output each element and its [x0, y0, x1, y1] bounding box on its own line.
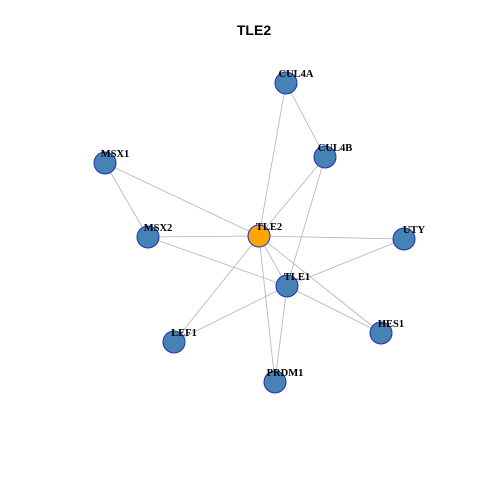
edge-tle2-lef1 [173, 235, 260, 343]
node-prdm1: PRDM1 [263, 368, 304, 394]
edge-tle2-prdm1 [258, 235, 276, 383]
node-hes1: HES1 [369, 319, 404, 345]
edge-msx2-tle1 [147, 236, 288, 287]
node-label-cul4a: CUL4A [278, 69, 313, 80]
node-circle-tle1 [275, 274, 299, 298]
node-tle1: TLE1 [275, 272, 310, 298]
edge-msx1-msx2 [104, 162, 149, 238]
edge-tle2-cul4b [258, 156, 326, 237]
edge-tle1-hes1 [286, 285, 382, 334]
node-circle-uty [392, 227, 416, 251]
node-label-cul4b: CUL4B [318, 143, 352, 154]
node-circle-cul4b [313, 145, 337, 169]
node-uty: UTY [392, 225, 426, 251]
node-cul4b: CUL4B [313, 143, 352, 169]
node-label-tle2: TLE2 [256, 222, 282, 233]
edge-tle2-hes1 [258, 235, 382, 334]
edge-msx1-tle2 [104, 162, 260, 237]
edge-cul4b-tle1 [286, 156, 326, 287]
node-cul4a: CUL4A [274, 69, 314, 95]
node-label-tle1: TLE1 [284, 272, 310, 283]
edge-cul4a-cul4b [285, 82, 326, 158]
edge-tle2-msx2 [147, 235, 260, 238]
node-circle-msx2 [136, 225, 160, 249]
node-circle-hes1 [369, 321, 393, 345]
node-label-msx1: MSX1 [101, 149, 130, 160]
node-label-hes1: HES1 [378, 319, 404, 330]
node-lef1: LEF1 [162, 328, 197, 354]
node-circle-msx1 [93, 151, 117, 175]
node-circle-tle2 [247, 224, 271, 248]
diagram-title: TLE2 [237, 22, 271, 38]
node-circle-lef1 [162, 330, 186, 354]
node-label-msx2: MSX2 [144, 223, 173, 234]
node-circle-cul4a [274, 71, 298, 95]
node-circle-prdm1 [263, 370, 287, 394]
node-label-lef1: LEF1 [171, 328, 197, 339]
edge-uty-tle1 [286, 238, 405, 287]
edge-tle2-uty [258, 235, 405, 240]
node-label-uty: UTY [403, 225, 426, 236]
node-label-prdm1: PRDM1 [267, 368, 304, 379]
node-msx1: MSX1 [93, 149, 130, 175]
edge-tle1-prdm1 [274, 285, 288, 383]
edge-tle1-lef1 [173, 285, 288, 343]
edge-tle2-cul4a [258, 82, 287, 237]
node-tle2: TLE2 [247, 222, 282, 248]
node-msx2: MSX2 [136, 223, 173, 249]
